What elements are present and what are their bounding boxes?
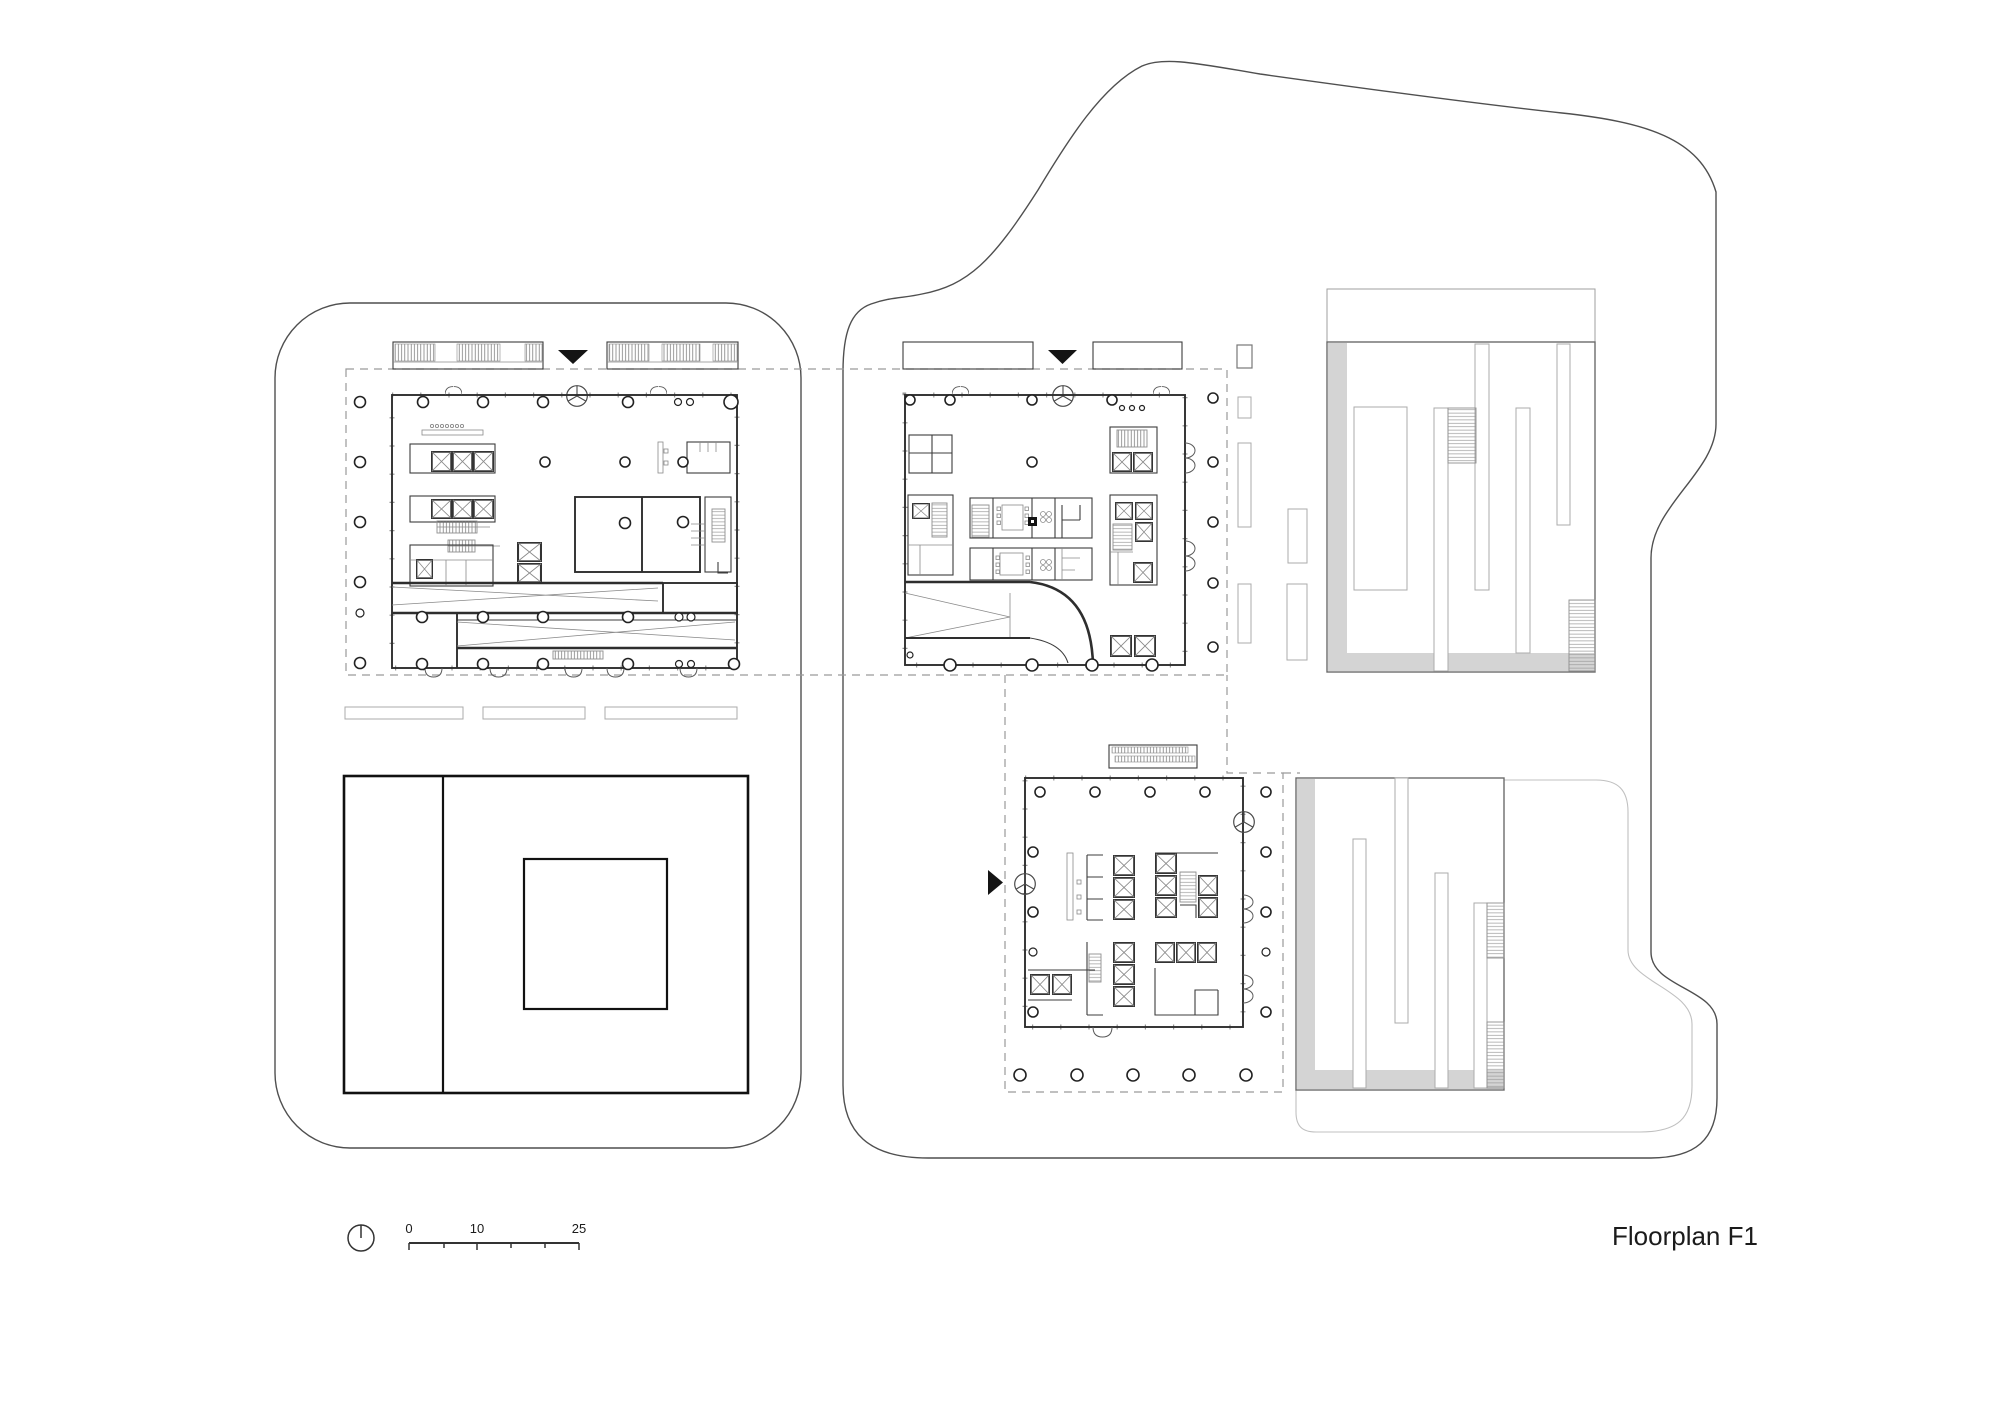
dashed-grid-outline bbox=[345, 368, 1300, 1093]
landscape-strips-right bbox=[1236, 344, 1308, 661]
column-grid bbox=[904, 392, 1219, 672]
exit-doors bbox=[424, 667, 698, 678]
double-door-icon bbox=[1153, 386, 1170, 395]
entrance-marker-icon bbox=[558, 350, 588, 364]
canopy bbox=[902, 341, 1034, 370]
elevator-core bbox=[1109, 494, 1158, 586]
stair-core bbox=[907, 494, 954, 576]
stair-core bbox=[691, 496, 732, 574]
roof-stair-icon bbox=[1447, 407, 1477, 464]
column-grid bbox=[1013, 786, 1272, 1082]
stair-icon bbox=[436, 520, 500, 553]
double-door-icon bbox=[445, 386, 462, 395]
double-door-icon bbox=[650, 386, 667, 395]
elevator-cluster bbox=[1086, 854, 1135, 921]
column-grid bbox=[353, 394, 741, 671]
drawing-title: Floorplan F1 bbox=[1612, 1221, 1758, 1251]
canopy bbox=[1092, 341, 1183, 370]
desk bbox=[657, 441, 669, 474]
scale-bar: 0 10 25 bbox=[405, 1221, 586, 1250]
elevator-icon bbox=[1110, 635, 1132, 657]
scale-label-0: 0 bbox=[405, 1221, 412, 1236]
elevator-bank bbox=[409, 443, 496, 474]
ramp-zone bbox=[904, 580, 1095, 666]
north-indicator bbox=[347, 1224, 375, 1252]
louvre-canopy bbox=[1108, 744, 1198, 769]
entrance-marker-icon bbox=[1048, 350, 1077, 364]
reception-desk bbox=[421, 423, 484, 436]
north-arrow-icon bbox=[566, 385, 588, 407]
scale-label-10: 10 bbox=[470, 1221, 484, 1236]
swing-doors bbox=[1184, 442, 1196, 572]
meeting-rooms bbox=[969, 547, 1093, 581]
roof-stair-icon bbox=[1568, 599, 1596, 672]
elevator-icon bbox=[1134, 635, 1156, 657]
inner-parcel-outline bbox=[1295, 779, 1693, 1133]
floorplan-tower bbox=[988, 744, 1272, 1082]
right-site-boundary bbox=[842, 60, 1718, 1159]
north-arrow-icon bbox=[1233, 811, 1255, 833]
elevator-bank bbox=[409, 495, 496, 523]
service-rooms bbox=[908, 434, 953, 474]
elevator-cluster bbox=[1154, 942, 1219, 1016]
elevator-cluster bbox=[1086, 942, 1135, 1016]
north-arrow-icon bbox=[1052, 385, 1074, 407]
elevator-cluster bbox=[1155, 852, 1218, 918]
massing-diagram bbox=[342, 774, 750, 1095]
floorplan-middle-building bbox=[902, 341, 1219, 672]
roof-plan-lower bbox=[1295, 777, 1505, 1091]
swing-doors bbox=[1092, 894, 1254, 1038]
double-door-icon bbox=[952, 386, 969, 395]
entrance-marker-icon bbox=[988, 870, 1003, 895]
roof-canopy-band bbox=[1326, 288, 1596, 343]
roof-plan-upper bbox=[1326, 288, 1596, 673]
hall-room bbox=[574, 496, 701, 573]
elevator-icon bbox=[517, 563, 542, 583]
landscape-strips-left bbox=[344, 706, 738, 720]
desk bbox=[1066, 852, 1082, 921]
scale-label-25: 25 bbox=[572, 1221, 586, 1236]
service-rooms bbox=[409, 544, 494, 587]
meeting-room bbox=[686, 441, 731, 474]
elevator-icon bbox=[517, 542, 542, 562]
louvre-canopy bbox=[392, 341, 739, 370]
ramp-zone bbox=[391, 581, 738, 668]
elevator-pair bbox=[1028, 969, 1095, 1001]
stair-core bbox=[1109, 426, 1158, 474]
roof-stair-icon bbox=[1486, 1021, 1505, 1089]
shear-column-core bbox=[1031, 520, 1034, 523]
floorplan-left-building bbox=[353, 341, 741, 678]
meeting-rooms bbox=[969, 497, 1093, 539]
roof-stair-icon bbox=[1486, 902, 1505, 959]
left-site-boundary bbox=[274, 302, 802, 1149]
